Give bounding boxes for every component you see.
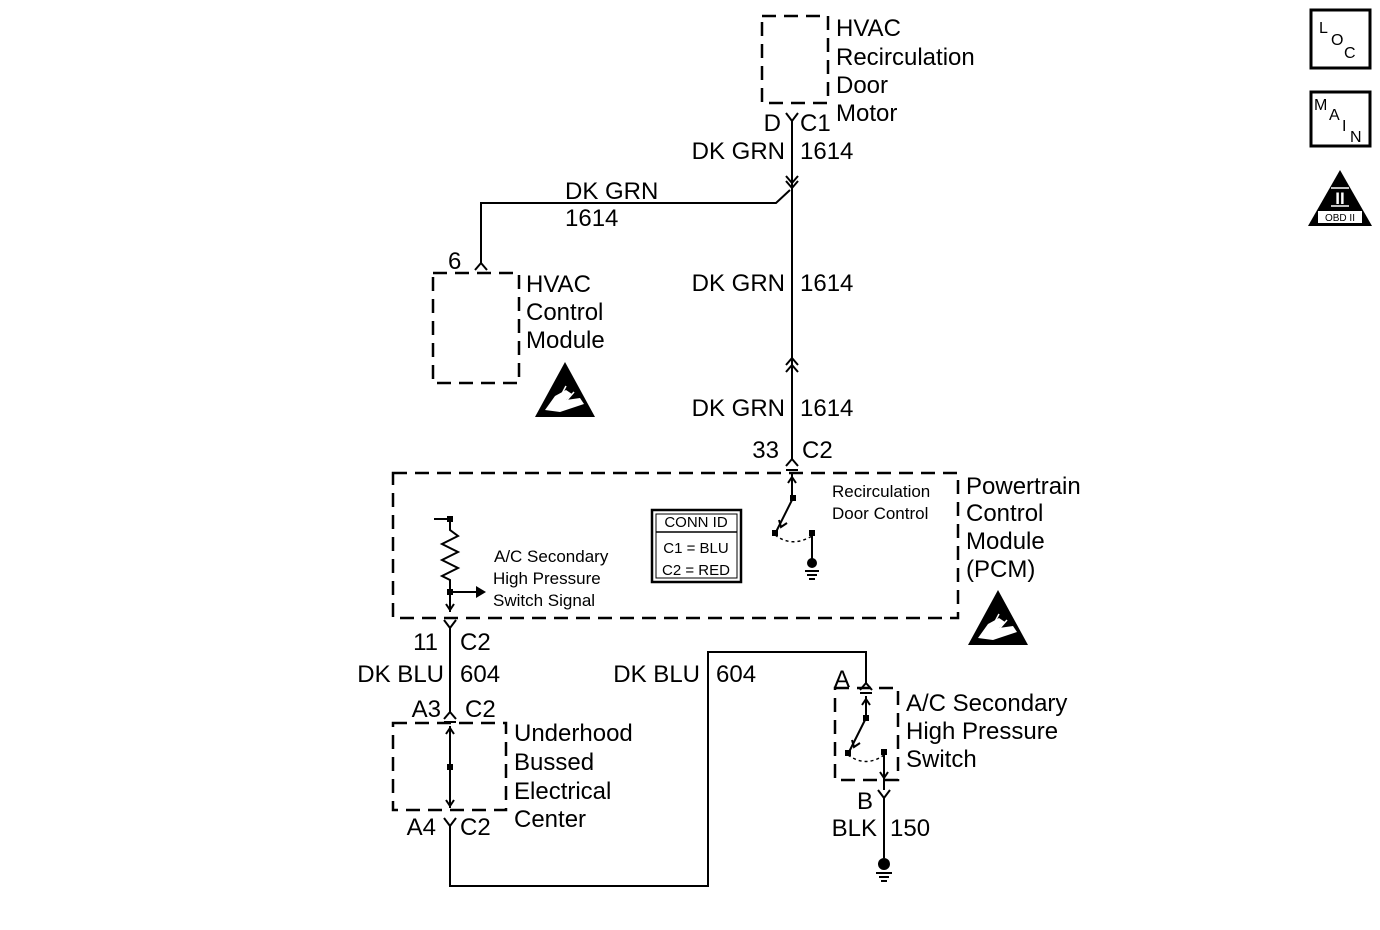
ubec-label-line-1: Underhood bbox=[514, 720, 633, 747]
pcm-label-line-2: Control bbox=[966, 500, 1043, 527]
connector-pcm-33: 33 C2 bbox=[752, 437, 833, 471]
wire-color: BLK bbox=[832, 815, 877, 842]
wire-color: DK GRN bbox=[692, 395, 785, 422]
esd-sensitive-icon bbox=[535, 362, 595, 417]
wire-color: DK GRN bbox=[692, 138, 785, 165]
wire-pcm-to-ubec: DK BLU 604 bbox=[357, 628, 500, 712]
recirc-door-control-line-1: Recirculation bbox=[832, 482, 930, 501]
obd-ii-icon[interactable]: II OBD II bbox=[1308, 170, 1372, 226]
wire-motor-to-splice: DK GRN 1614 bbox=[692, 121, 853, 186]
switch-signal-line-3: Switch Signal bbox=[493, 591, 595, 610]
main-letter-i: I bbox=[1342, 118, 1346, 135]
pcm-label-line-4: (PCM) bbox=[966, 556, 1035, 583]
motor-label-line-1: HVAC bbox=[836, 15, 901, 42]
switch-signal-line-2: High Pressure bbox=[493, 569, 601, 588]
loc-letter-l: L bbox=[1319, 20, 1328, 37]
conn-id-title: CONN ID bbox=[664, 514, 728, 531]
underhood-bussed-electrical-center: Underhood Bussed Electrical Center bbox=[391, 720, 633, 833]
wire-splice-to-inline: DK GRN 1614 bbox=[692, 186, 853, 460]
wire-switch-to-ground: BLK 150 bbox=[832, 798, 930, 882]
connector-pin: B bbox=[857, 788, 873, 815]
connector-ubec-a3: A3 C2 bbox=[412, 696, 496, 723]
esd-sensitive-icon bbox=[968, 590, 1028, 645]
hvac-control-module-box bbox=[431, 271, 521, 385]
motor-label-line-2: Recirculation bbox=[836, 44, 975, 71]
pcm-label-line-3: Module bbox=[966, 528, 1045, 555]
hvac-control-module: HVAC Control Module bbox=[431, 271, 605, 385]
connector-id: C2 bbox=[460, 814, 491, 841]
hvac-module-label-line-2: Control bbox=[526, 299, 603, 326]
connector-pin: A3 bbox=[412, 696, 441, 723]
wire-circuit: 604 bbox=[460, 661, 500, 688]
wire-circuit: 1614 bbox=[800, 138, 853, 165]
wire-ubec-to-switch: DK BLU 604 bbox=[449, 651, 867, 887]
main-letter-n: N bbox=[1350, 129, 1362, 146]
wire-circuit: 150 bbox=[890, 815, 930, 842]
switch-signal-input: A/C Secondary High Pressure Switch Signa… bbox=[434, 516, 609, 612]
conn-id-row-c2: C2 = RED bbox=[662, 562, 730, 579]
connector-pin: D bbox=[764, 110, 781, 137]
connector-motor-c1: D C1 bbox=[764, 110, 831, 137]
recirculation-door-motor: HVAC Recirculation Door Motor bbox=[760, 14, 975, 127]
connector-id: C2 bbox=[465, 696, 496, 723]
pressure-switch-box bbox=[833, 686, 900, 782]
ubec-label-line-3: Electrical bbox=[514, 778, 611, 805]
connector-id: C2 bbox=[802, 437, 833, 464]
wire-circuit: 1614 bbox=[565, 205, 618, 232]
hvac-module-label-line-3: Module bbox=[526, 327, 605, 354]
connector-pin: 11 bbox=[413, 629, 438, 656]
pcm-box bbox=[391, 471, 960, 620]
connector-pin: A bbox=[834, 666, 850, 693]
wire-color: DK BLU bbox=[613, 661, 700, 688]
ground-icon bbox=[805, 558, 819, 580]
hvac-module-label-line-1: HVAC bbox=[526, 271, 591, 298]
loc-letter-c: C bbox=[1344, 45, 1356, 62]
connector-pin: 33 bbox=[752, 437, 779, 464]
pressure-switch-label-line-3: Switch bbox=[906, 746, 977, 773]
obd-caption: OBD II bbox=[1325, 213, 1355, 224]
loc-letter-o: O bbox=[1331, 32, 1343, 49]
powertrain-control-module: Powertrain Control Module (PCM) Recircul… bbox=[391, 471, 1081, 620]
conn-id-row-c1: C1 = BLU bbox=[663, 540, 728, 557]
resistor-icon bbox=[439, 519, 461, 612]
main-letter-m: M bbox=[1314, 97, 1327, 114]
ground-icon bbox=[876, 858, 892, 882]
connector-id: C1 bbox=[800, 110, 831, 137]
wire-circuit: 604 bbox=[716, 661, 756, 688]
ac-secondary-high-pressure-switch: A/C Secondary High Pressure Switch bbox=[833, 686, 1067, 790]
main-letter-a: A bbox=[1329, 107, 1340, 124]
wire-color: DK GRN bbox=[692, 270, 785, 297]
pressure-switch-label-line-2: High Pressure bbox=[906, 718, 1058, 745]
wire-color: DK GRN bbox=[565, 178, 658, 205]
connector-pin: A4 bbox=[407, 814, 436, 841]
recirc-door-control-switch: Recirculation Door Control bbox=[772, 474, 930, 580]
connector-pin: 6 bbox=[448, 248, 461, 275]
ubec-label-line-4: Center bbox=[514, 806, 586, 833]
wire-splice-to-hvac-module: DK GRN 1614 bbox=[480, 178, 791, 264]
connector-switch-b: B bbox=[857, 788, 891, 815]
conn-id-table: CONN ID C1 = BLU C2 = RED bbox=[650, 508, 743, 584]
main-icon[interactable]: M A I N bbox=[1309, 90, 1372, 148]
wire-color: DK BLU bbox=[357, 661, 444, 688]
wire-circuit: 1614 bbox=[800, 270, 853, 297]
motor-label-line-4: Motor bbox=[836, 100, 897, 127]
motor-label-line-3: Door bbox=[836, 72, 888, 99]
obd-numeral: II bbox=[1335, 189, 1344, 208]
recirc-door-control-line-2: Door Control bbox=[832, 504, 928, 523]
connector-pcm-11: 11 C2 bbox=[413, 619, 491, 656]
recirculation-door-motor-box bbox=[760, 14, 830, 105]
switch-signal-line-1: A/C Secondary bbox=[494, 547, 609, 566]
pcm-label-line-1: Powertrain bbox=[966, 473, 1081, 500]
wire-inline-to-pcm: DK GRN 1614 bbox=[692, 395, 854, 422]
inline-connector bbox=[785, 356, 799, 373]
connector-id: C2 bbox=[460, 629, 491, 656]
loc-icon[interactable]: L O C bbox=[1309, 8, 1372, 70]
ubec-box bbox=[391, 721, 508, 812]
connector-hvac-module: 6 bbox=[448, 248, 488, 275]
wire-circuit: 1614 bbox=[800, 395, 853, 422]
ubec-label-line-2: Bussed bbox=[514, 749, 594, 776]
pressure-switch-label-line-1: A/C Secondary bbox=[906, 690, 1067, 717]
connector-ubec-a4: A4 C2 bbox=[407, 814, 491, 841]
